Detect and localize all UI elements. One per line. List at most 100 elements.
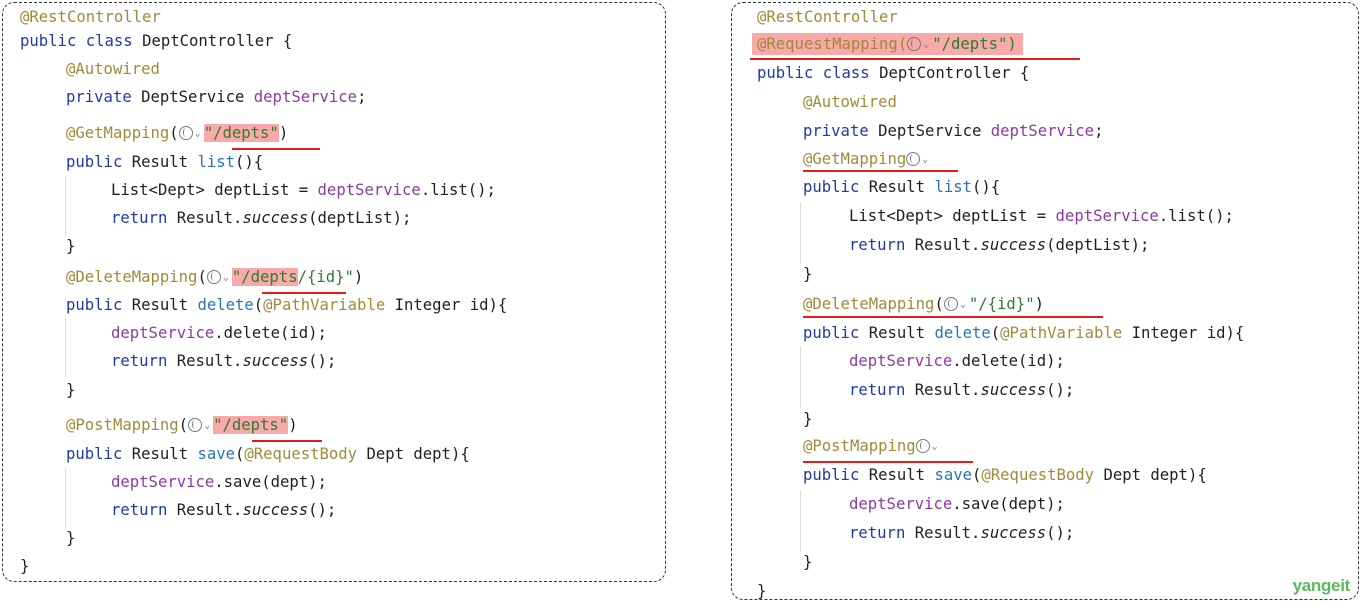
code-line: }: [803, 263, 812, 285]
code-line: deptService.delete(id);: [849, 350, 1065, 372]
code-line: }: [66, 379, 75, 401]
type-name: Result.: [914, 381, 981, 399]
keyword: return: [849, 524, 915, 542]
parameters: Dept dept){: [357, 445, 470, 463]
code-line: public class DeptController {: [757, 62, 1029, 84]
type-name: Result.: [914, 236, 981, 254]
chevron-down-icon[interactable]: ⌄: [923, 39, 930, 50]
get-mapping-underline: [803, 170, 958, 172]
keyword: return: [111, 209, 177, 227]
punctuation: ): [353, 268, 364, 286]
code-line: @Autowired: [66, 58, 160, 80]
delete-path-string: "/{id}": [968, 295, 1035, 313]
keyword: return: [111, 501, 177, 519]
method-name: success: [242, 501, 309, 519]
chevron-down-icon[interactable]: ⌄: [222, 272, 229, 283]
statement: List<Dept> deptList =: [849, 207, 1056, 225]
code-line: public Result list(){: [66, 151, 263, 173]
method-call: .save(dept);: [952, 495, 1065, 513]
watermark-logo: yangeit: [1292, 576, 1351, 595]
chevron-down-icon[interactable]: ⌄: [959, 299, 966, 310]
globe-icon[interactable]: [906, 152, 921, 166]
keyword: return: [111, 352, 177, 370]
globe-icon[interactable]: [206, 270, 221, 284]
class-name: DeptController {: [142, 32, 293, 50]
code-line: return Result.success(deptList);: [849, 234, 1149, 256]
keyword: public: [803, 324, 869, 342]
post-mapping-annotation: @PostMapping: [803, 437, 916, 455]
globe-icon[interactable]: [178, 126, 193, 140]
code-line: }: [803, 408, 812, 430]
globe-icon[interactable]: [188, 418, 203, 432]
keyword: private: [803, 122, 879, 140]
code-line: return Result.success(deptList);: [111, 207, 411, 229]
request-mapping-path-string: "/depts"): [932, 35, 1017, 53]
type-name: Result: [131, 153, 198, 171]
type-name: Result.: [914, 524, 981, 542]
post-mapping-annotation: @PostMapping: [66, 416, 179, 434]
code-line: @GetMapping ⌄: [803, 148, 931, 170]
request-body-annotation: @RequestBody: [981, 466, 1095, 484]
code-line: private DeptService deptService;: [66, 86, 366, 108]
code-line: @DeleteMapping(⌄"/depts/{id}"): [66, 266, 363, 288]
method-name: success: [242, 352, 309, 370]
code-line: public Result delete(@PathVariable Integ…: [66, 294, 507, 316]
code-line: @PostMapping(⌄"/depts"): [66, 414, 298, 436]
method-name: list: [934, 178, 972, 196]
post-mapping-underline: [803, 461, 973, 463]
closing-brace: }: [803, 410, 813, 428]
code-line: @RestController: [757, 6, 898, 28]
punctuation: (: [253, 296, 264, 314]
punctuation: (deptList);: [308, 209, 412, 227]
indent-guide: [65, 318, 66, 378]
field-name: deptService: [990, 122, 1095, 140]
keyword: public: [66, 445, 132, 463]
parameters: Integer id){: [385, 296, 508, 314]
request-mapping-annotation: @RequestMapping(: [757, 35, 908, 53]
method-name: save: [934, 466, 972, 484]
request-mapping-underline: [750, 58, 1080, 60]
method-name: success: [980, 236, 1047, 254]
method-call: .list();: [1158, 207, 1234, 225]
chevron-down-icon[interactable]: ⌄: [204, 420, 211, 431]
chevron-down-icon[interactable]: ⌄: [194, 128, 201, 139]
closing-brace: }: [66, 237, 76, 255]
method-name: success: [242, 209, 309, 227]
chevron-down-icon[interactable]: ⌄: [931, 441, 938, 452]
method-call: .delete(id);: [214, 324, 327, 342]
code-line: List<Dept> deptList = deptService.list()…: [849, 205, 1234, 227]
punctuation: ): [288, 416, 298, 434]
code-line: private DeptService deptService;: [803, 120, 1103, 142]
punctuation: ();: [308, 352, 337, 370]
code-line: }: [20, 555, 29, 577]
punctuation: ();: [308, 501, 337, 519]
code-line: @PostMapping ⌄: [803, 435, 941, 457]
globe-icon[interactable]: [915, 439, 930, 453]
autowired-annotation: @Autowired: [66, 60, 160, 78]
get-path-string: "/depts": [203, 124, 279, 142]
punctuation: ();: [1046, 381, 1075, 399]
globe-icon[interactable]: [907, 37, 922, 51]
code-line: }: [66, 235, 75, 257]
field-name: deptService: [111, 324, 215, 342]
keyword: private: [66, 88, 142, 106]
code-line: @GetMapping(⌄"/depts"): [66, 122, 288, 144]
method-call: .list();: [420, 181, 496, 199]
code-line: @Autowired: [803, 91, 897, 113]
indent-guide: [800, 202, 801, 264]
globe-icon[interactable]: [943, 297, 958, 311]
path-underline: [262, 292, 346, 294]
punctuation: ): [278, 124, 289, 142]
method-name: delete: [934, 324, 991, 342]
code-line: return Result.success();: [849, 379, 1074, 401]
field-name: deptService: [849, 352, 953, 370]
punctuation: (){: [972, 178, 1001, 196]
rest-controller-annotation: @RestController: [20, 8, 161, 26]
closing-brace: }: [66, 529, 76, 547]
get-mapping-annotation: @GetMapping: [803, 150, 907, 168]
punctuation: (: [972, 466, 982, 484]
chevron-down-icon[interactable]: ⌄: [922, 154, 929, 165]
type-name: Result: [131, 445, 198, 463]
code-line: public Result save(@RequestBody Dept dep…: [803, 464, 1207, 486]
code-line: }: [66, 527, 75, 549]
